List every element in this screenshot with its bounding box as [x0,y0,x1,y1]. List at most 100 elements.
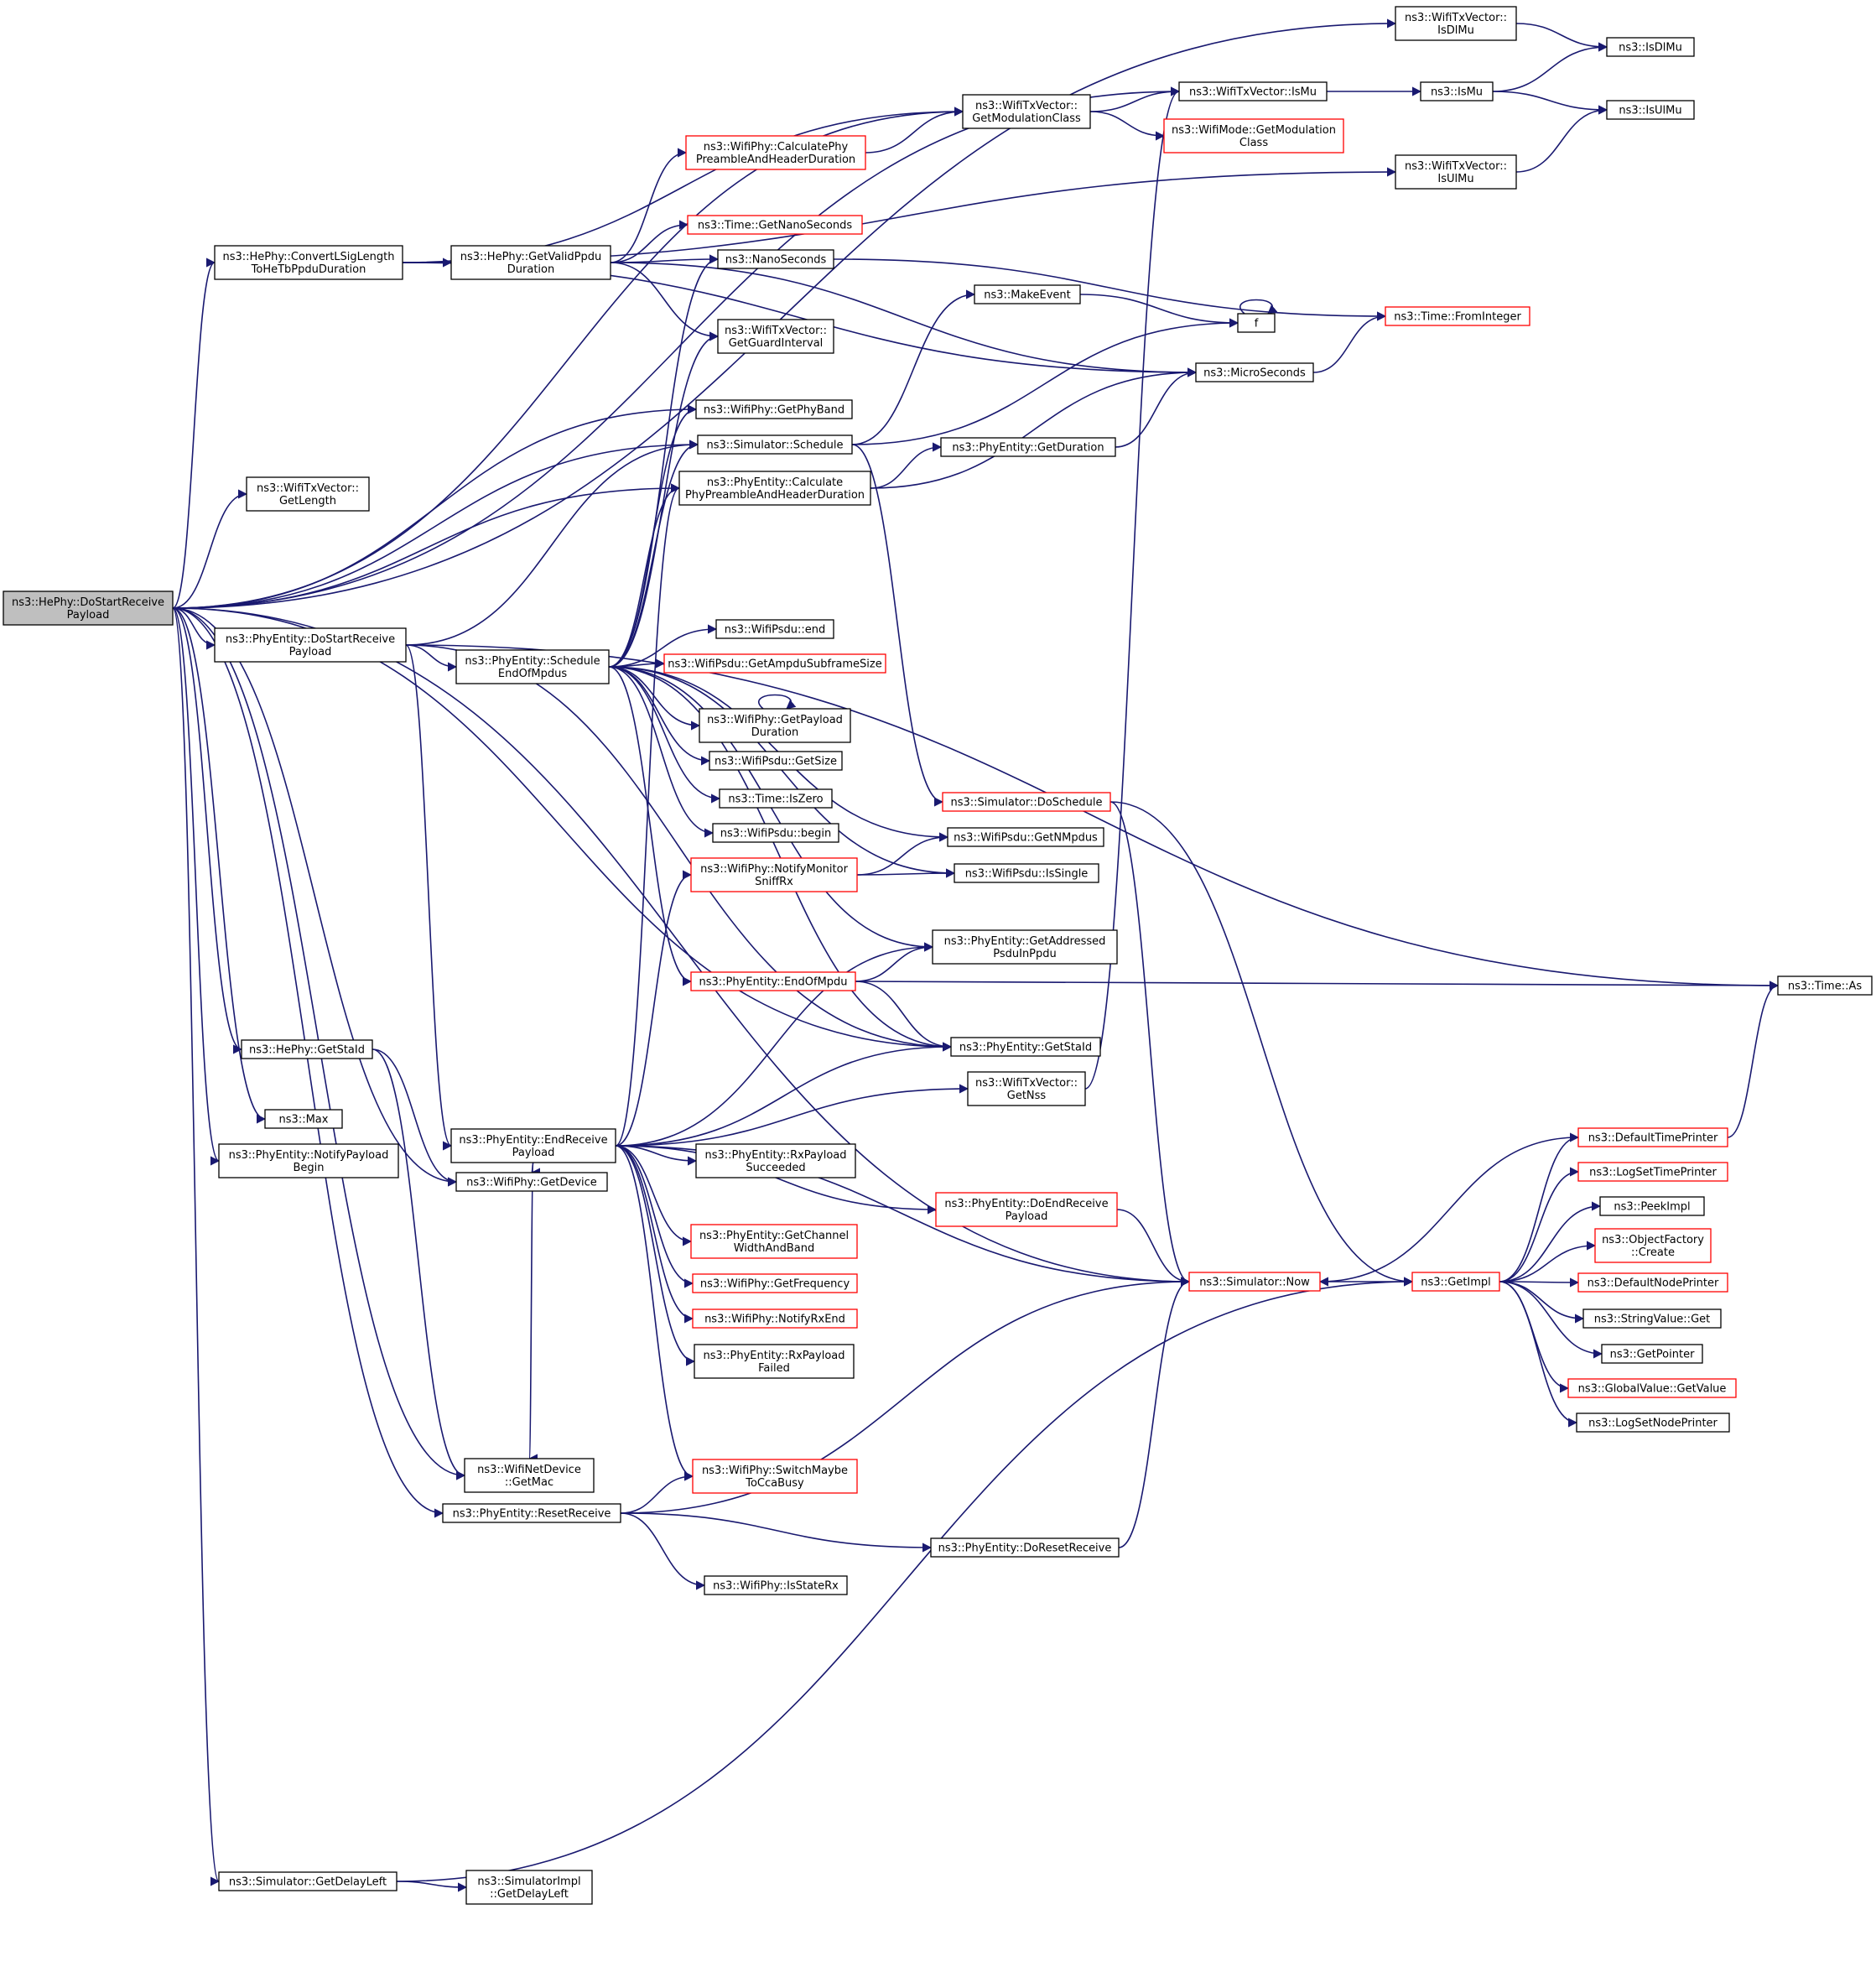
edge-n0-n20 [172,483,681,609]
node-box [1178,81,1328,101]
node-n22[interactable]: ns3::WifiPsdu::GetAmpduSubframeSize [663,653,886,674]
node-n31[interactable]: ns3::WifiPhy::GetFrequency [692,1273,858,1293]
edge-n0-n49 [172,86,1181,609]
node-n16[interactable]: ns3::NanoSeconds [717,249,834,269]
node-n28[interactable]: ns3::PhyEntity::EndOfMpdu [690,971,856,991]
node-n7[interactable]: ns3::Simulator::GetDelayLeft [218,1871,398,1891]
call-edge [851,444,944,807]
edge-n48-n58 [1515,23,1608,52]
node-n60[interactable]: ns3::Time::As [1777,975,1873,996]
node-n12[interactable]: ns3::WifiNetDevice::GetMac [464,1458,595,1493]
call-edge [615,870,693,1147]
node-n38[interactable]: ns3::MakeEvent [974,284,1081,304]
node-n55[interactable]: ns3::IsMu [1420,81,1494,101]
node-n62[interactable]: ns3::LogSetTimePrinter [1577,1162,1728,1182]
node-n44[interactable]: ns3::PhyEntity::GetStaId [950,1037,1101,1057]
node-n47[interactable]: ns3::PhyEntity::DoResetReceive [930,1537,1120,1558]
node-n14[interactable]: ns3::WifiPhy::CalculatePhyPreambleAndHea… [685,135,866,170]
node-n17[interactable]: ns3::WifiTxVector::GetGuardInterval [717,319,834,354]
node-label: PsduInPpdu [993,948,1057,960]
node-n25[interactable]: ns3::Time::IsZero [719,788,833,809]
node-n15[interactable]: ns3::Time::GetNanoSeconds [687,215,863,235]
node-n18[interactable]: ns3::WifiPhy::GetPhyBand [695,399,853,419]
node-n13[interactable]: ns3::PhyEntity::ResetReceive [442,1503,621,1523]
node-n48[interactable]: ns3::WifiTxVector::IsDlMu [1395,6,1517,41]
node-n11[interactable]: ns3::WifiPhy::GetDevice [455,1172,608,1192]
node-n19[interactable]: ns3::Simulator::Schedule [697,434,853,455]
node-n57[interactable]: ns3::GetImpl [1411,1272,1500,1292]
call-edge [608,666,953,1052]
node-n52[interactable]: f [1237,313,1276,333]
node-n20[interactable]: ns3::PhyEntity::CalculatePhyPreambleAndH… [678,471,871,506]
call-edge [615,483,681,1147]
node-n26[interactable]: ns3::WifiPsdu::begin [712,823,839,843]
edge-n0-n48 [172,18,1397,609]
node-n2[interactable]: ns3::WifiTxVector::GetLength [246,476,370,512]
node-n61[interactable]: ns3::DefaultTimePrinter [1577,1127,1728,1147]
node-n5[interactable]: ns3::Max [264,1109,343,1129]
call-edge [615,1145,694,1481]
node-n37[interactable]: ns3::WifiTxVector::GetModulationClass [962,94,1091,129]
node-n35[interactable]: ns3::WifiPhy::IsStateRx [704,1575,848,1595]
node-n56[interactable]: ns3::Time::FromInteger [1385,306,1530,326]
node-n24[interactable]: ns3::WifiPsdu::GetSize [709,751,843,771]
node-n58[interactable]: ns3::IsDlMu [1606,37,1695,57]
node-label: ns3::NanoSeconds [725,254,827,267]
node-n68[interactable]: ns3::GlobalValue::GetValue [1567,1378,1737,1398]
node-n65[interactable]: ns3::DefaultNodePrinter [1577,1272,1728,1293]
node-n67[interactable]: ns3::GetPointer [1601,1344,1703,1364]
edge-n8-n15 [610,220,689,263]
node-n50[interactable]: ns3::WifiMode::GetModulationClass [1163,118,1344,153]
node-label: GetLength [279,495,336,507]
node-n59[interactable]: ns3::IsUlMu [1606,100,1695,120]
node-n51[interactable]: ns3::WifiTxVector::IsUlMu [1395,154,1517,190]
node-n53[interactable]: ns3::MicroSeconds [1195,362,1314,382]
node-n32[interactable]: ns3::WifiPhy::NotifyRxEnd [692,1308,858,1329]
node-box [709,751,843,771]
node-n45[interactable]: ns3::WifiTxVector::GetNss [967,1071,1086,1106]
node-n40[interactable]: ns3::Simulator::DoSchedule [942,792,1111,812]
node-n39[interactable]: ns3::PhyEntity::GetDuration [940,437,1116,457]
node-n41[interactable]: ns3::WifiPsdu::GetNMpdus [947,827,1104,847]
node-n36[interactable]: ns3::SimulatorImpl::GetDelayLeft [465,1870,593,1905]
call-edge [402,107,964,263]
node-n66[interactable]: ns3::StringValue::Get [1582,1308,1722,1329]
call-edge [172,107,964,609]
node-box [218,1871,398,1891]
call-edge [1109,801,1191,1287]
node-n42[interactable]: ns3::WifiPsdu::IsSingle [954,863,1099,883]
node-label: ns3::DefaultTimePrinter [1588,1132,1718,1145]
node-box [241,1039,373,1059]
node-n54[interactable]: ns3::Simulator::Now [1188,1272,1321,1292]
edge-n4-n12 [372,1048,466,1480]
edge-n9-n19 [608,440,699,668]
node-n69[interactable]: ns3::LogSetNodePrinter [1576,1413,1730,1433]
edge-n0-n11 [172,607,458,1187]
node-n4[interactable]: ns3::HePhy::GetStaId [241,1039,373,1059]
node-label: Payload [67,609,110,622]
node-n63[interactable]: ns3::PeekImpl [1599,1196,1705,1216]
edge-n0-n4 [172,607,243,1054]
node-label: ns3::Simulator::Schedule [706,440,843,452]
node-label: Payload [512,1147,555,1159]
node-n21[interactable]: ns3::WifiPsdu::end [715,619,834,639]
node-box [717,249,834,269]
node-n64[interactable]: ns3::ObjectFactory::Create [1594,1228,1712,1263]
node-n49[interactable]: ns3::WifiTxVector::IsMu [1178,81,1328,101]
node-box [699,708,851,743]
node-n1[interactable]: ns3::HePhy::ConvertLSigLengthToHeTbPpduD… [214,245,403,280]
